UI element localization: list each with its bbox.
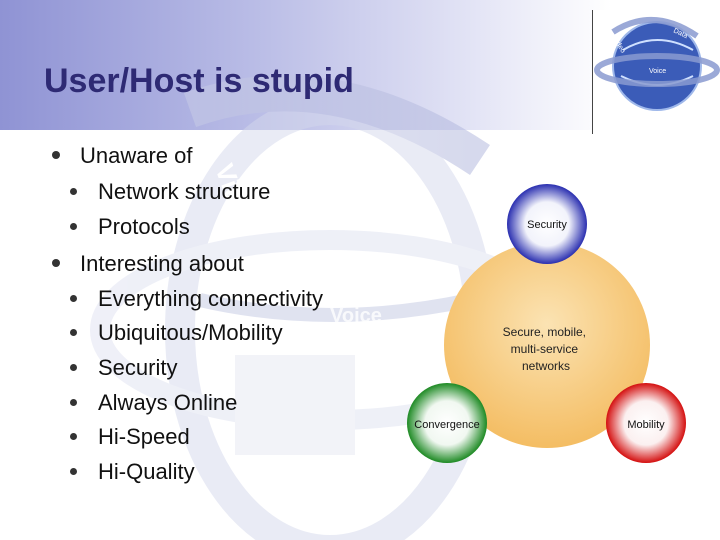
bg-word-voice: Voice — [330, 305, 382, 327]
bullet-dot-icon — [70, 329, 77, 336]
globe-logo-icon: Video Data Voice — [594, 17, 720, 111]
sub-bullet-text: Network structure — [98, 179, 271, 204]
bullet-dot-icon — [70, 364, 77, 371]
security-label: Security — [527, 219, 567, 231]
sub-bullet-text: Hi-Quality — [98, 459, 195, 484]
bullet-text: Unaware of — [80, 143, 193, 168]
bullet-dot-icon — [70, 468, 77, 475]
sub-bullet-text: Always Online — [98, 390, 238, 415]
bullet-dot-icon — [70, 223, 77, 230]
bullet-dot-icon — [70, 399, 77, 406]
logo-panel: Video Data Voice — [592, 10, 720, 134]
sub-bullet-text: Ubiquitous/Mobility — [98, 320, 283, 345]
mobility-label: Mobility — [627, 419, 665, 431]
convergence-circle — [407, 383, 487, 463]
bullet-dot-icon — [52, 259, 60, 267]
security-circle — [507, 184, 587, 264]
sub-bullet-text: Protocols — [98, 214, 190, 239]
logo-word-voice: Voice — [649, 68, 666, 75]
bullet-text: Interesting about — [80, 251, 244, 276]
bullet-dot-icon — [70, 295, 77, 302]
sub-bullet-text: Hi-Speed — [98, 424, 190, 449]
sub-bullet-text: Everything connectivity — [98, 286, 323, 311]
convergence-label: Convergence — [414, 419, 479, 431]
bullet-dot-icon — [70, 188, 77, 195]
bullet-dot-icon — [70, 433, 77, 440]
mobility-circle — [606, 383, 686, 463]
slide-title: User/Host is stupid — [44, 62, 354, 100]
sub-bullet-text: Security — [98, 355, 178, 380]
center-label: Secure, mobile, multi-service networks — [503, 325, 590, 373]
center-circle — [444, 242, 650, 448]
bullet-dot-icon — [52, 151, 60, 159]
